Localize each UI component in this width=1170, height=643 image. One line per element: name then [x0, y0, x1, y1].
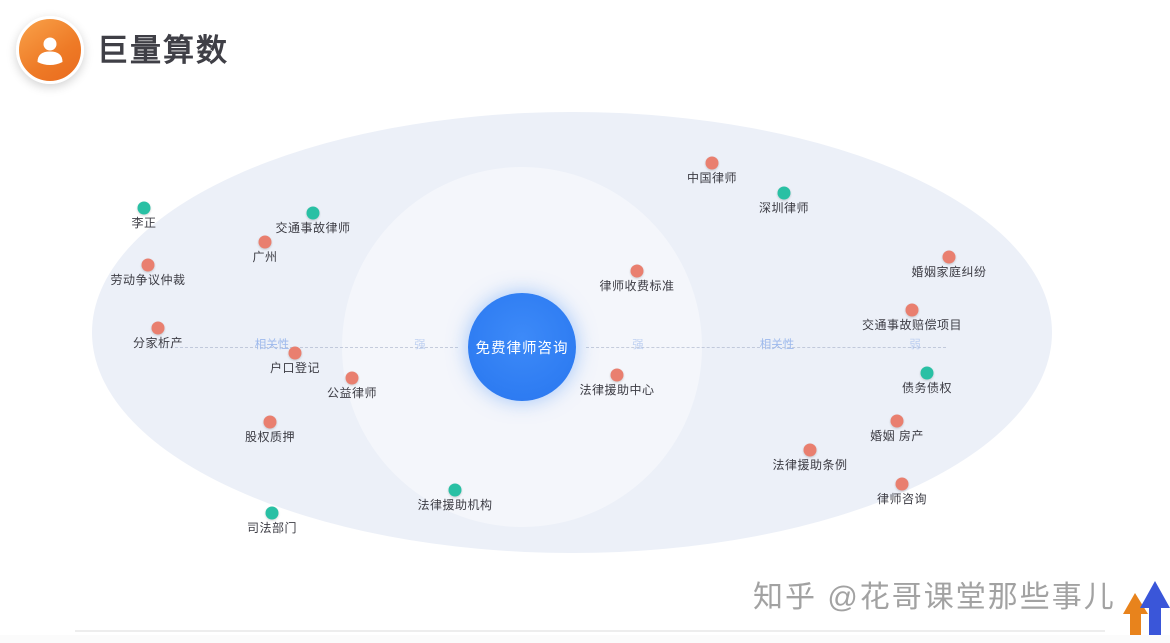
red-node-dot-icon: [942, 250, 956, 264]
center-keyword-label: 免费律师咨询: [475, 340, 569, 357]
red-node-dot-icon: [263, 415, 277, 429]
teal-node-dot-icon: [448, 483, 462, 497]
keyword-node-label: 婚姻 房产: [870, 429, 924, 443]
keyword-node-label: 法律援助机构: [417, 498, 493, 512]
keyword-node-label: 中国律师: [686, 171, 738, 185]
keyword-node-label: 股权质押: [244, 430, 296, 444]
correlation-axis-label: 弱: [909, 339, 921, 351]
watermark-text: 知乎 @花哥课堂那些事儿: [753, 581, 1116, 614]
keyword-node-label: 分家析产: [132, 336, 184, 350]
blue-up-arrow-icon: [1140, 581, 1170, 643]
teal-node-dot-icon: [306, 206, 320, 220]
correlation-axis-label: 相关性: [759, 339, 795, 351]
bottom-divider: [75, 630, 1105, 632]
keyword-node-label: 司法部门: [246, 521, 298, 535]
user-avatar[interactable]: [16, 16, 84, 84]
keyword-node-label: 律师咨询: [876, 492, 928, 506]
teal-node-dot-icon: [137, 201, 151, 215]
keyword-node-label: 交通事故律师: [275, 221, 351, 235]
page-title: 巨量算数: [97, 33, 229, 68]
teal-node-dot-icon: [265, 506, 279, 520]
red-node-dot-icon: [610, 368, 624, 382]
red-node-dot-icon: [630, 264, 644, 278]
red-node-dot-icon: [895, 477, 909, 491]
correlation-axis-line-right: [586, 347, 946, 348]
red-node-dot-icon: [890, 414, 904, 428]
person-icon: [37, 37, 63, 65]
red-node-dot-icon: [258, 235, 272, 249]
correlation-axis-line-left: [150, 347, 458, 348]
correlation-axis-label: 强: [632, 339, 644, 351]
red-node-dot-icon: [345, 371, 359, 385]
keyword-node-label: 户口登记: [269, 361, 321, 375]
red-node-dot-icon: [705, 156, 719, 170]
red-node-dot-icon: [905, 303, 919, 317]
bottom-strip: [0, 635, 1170, 643]
center-keyword-node[interactable]: 免费律师咨询: [468, 293, 576, 401]
keyword-node-label: 劳动争议仲裁: [110, 273, 186, 287]
correlation-axis-label: 相关性: [254, 339, 290, 351]
keyword-node-label: 公益律师: [326, 386, 378, 400]
keyword-node-label: 债务债权: [901, 381, 953, 395]
keyword-node-label: 广州: [252, 250, 278, 264]
red-node-dot-icon: [288, 346, 302, 360]
keyword-node-label: 法律援助中心: [579, 383, 655, 397]
keyword-node-label: 交通事故赔偿项目: [861, 318, 963, 332]
keyword-node-label: 李正: [131, 216, 157, 230]
red-node-dot-icon: [141, 258, 155, 272]
teal-node-dot-icon: [920, 366, 934, 380]
up-arrows-logo: [1118, 580, 1170, 643]
correlation-axis-label: 强: [414, 339, 426, 351]
red-node-dot-icon: [151, 321, 165, 335]
keyword-node-label: 深圳律师: [758, 201, 810, 215]
teal-node-dot-icon: [777, 186, 791, 200]
red-node-dot-icon: [803, 443, 817, 457]
keyword-node-label: 律师收费标准: [599, 279, 675, 293]
keyword-node-label: 法律援助条例: [772, 458, 848, 472]
keyword-node-label: 婚姻家庭纠纷: [911, 265, 987, 279]
